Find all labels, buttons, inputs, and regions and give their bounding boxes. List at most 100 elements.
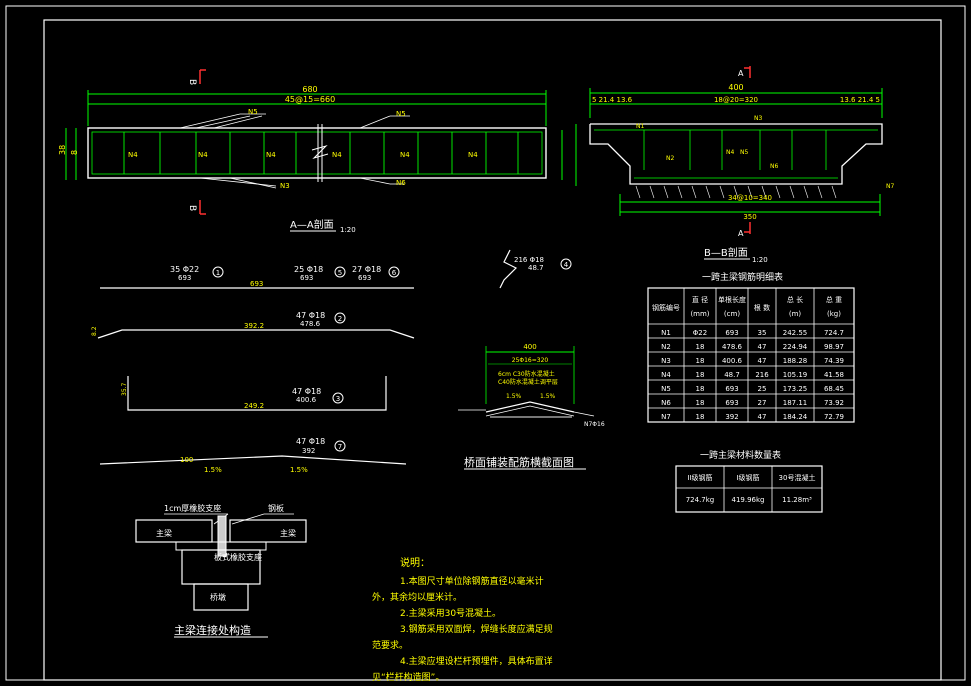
conn-top-right: 钢板 <box>268 503 284 513</box>
bar4-num: 4 <box>564 261 569 269</box>
deck-paving-detail: 400 25Φ16=320 6cm C30防水混凝土 C40防水混凝土调平层 1… <box>458 343 605 470</box>
bar7-left: 100 <box>180 456 193 464</box>
rebar-table-header: 根 数 <box>754 303 770 312</box>
note-line-4: 3.钢筋采用双面焊，焊缝长度应满足规 <box>400 623 553 635</box>
rebar-table-cell: 27 <box>758 399 767 407</box>
bar1-top: 35 Φ22 <box>170 265 199 274</box>
rebar-table-header: 钢筋编号 <box>652 303 680 312</box>
bar4-top: 216 Φ18 <box>514 256 544 264</box>
rebar-table-cell: 216 <box>755 371 769 379</box>
note-line-3: 2.主梁采用30号混凝土。 <box>400 607 501 619</box>
label-b-n4: N4 <box>726 149 734 156</box>
rebar-table-cell: N7 <box>661 413 671 421</box>
rebar-table-cell: 188.28 <box>783 357 808 365</box>
label-n4-4: N4 <box>332 151 342 159</box>
bar1-bottom: 693 <box>178 274 191 282</box>
label-b-n7: N7 <box>886 183 894 190</box>
rebar-table-cell: 184.24 <box>783 413 808 421</box>
rebar-table-cell: 18 <box>696 413 705 421</box>
connection-title: 主梁连接处构造 <box>174 623 251 637</box>
rebar-table-cell: Φ22 <box>693 329 707 337</box>
rebar-table-cell: 68.45 <box>824 385 844 393</box>
deck-slope1: 1.5% <box>506 393 522 400</box>
rebar-table-cell: 47 <box>758 357 767 365</box>
rebar-table-cell: 18 <box>696 399 705 407</box>
conn-center: 板式橡胶支座 <box>214 552 262 562</box>
rebar-table-header: (m) <box>789 310 802 318</box>
deck-layer1: 6cm C30防水混凝土 <box>498 370 555 378</box>
section-b-marker-bottom: A <box>738 222 751 238</box>
bar5-top: 25 Φ18 <box>294 265 323 274</box>
note-line-2: 外，其余均以厘米计。 <box>372 591 462 603</box>
conn-bottom: 桥墩 <box>210 592 226 602</box>
dim-b-right: 13.6 21.4 5 <box>840 96 880 104</box>
conn-top-left: 1cm厚橡胶支座 <box>164 503 221 513</box>
rebar-table-header: 总 重 <box>826 295 842 304</box>
bar7-bottom: 392 <box>302 447 315 455</box>
rebar-table-cell: N2 <box>661 343 671 351</box>
rebar-table-cell: 25 <box>758 385 767 393</box>
section-a-view: B B 680 45@15=660 38 8 <box>58 69 547 234</box>
bar7-top: 47 Φ18 <box>296 437 325 446</box>
inner-border <box>43 19 942 681</box>
notes: 说明： 1.本图尺寸单位除钢筋直径以毫米计 外，其余均以厘米计。 2.主梁采用3… <box>372 556 553 683</box>
rebar-table-cell: 18 <box>696 343 705 351</box>
rebar-table-cell: 693 <box>725 385 738 393</box>
rebar-table-cell: 693 <box>725 329 738 337</box>
section-marker-label-2: B <box>187 205 197 211</box>
dim-left-2: 8 <box>70 150 79 155</box>
bar2-end: 8.2 <box>91 326 98 336</box>
rebar-table-cell: 35 <box>758 329 767 337</box>
label-b-n5: N5 <box>740 149 748 156</box>
conn-left: 主梁 <box>156 528 172 538</box>
dim-b-total: 400 <box>728 83 743 92</box>
section-marker-top: B <box>187 69 206 85</box>
rebar-table-cell: 74.39 <box>824 357 844 365</box>
rebar-table-header: 单根长度 <box>718 295 746 304</box>
label-b-n3: N3 <box>754 115 762 122</box>
rebar-table-cell: 41.58 <box>824 371 844 379</box>
material-table-title: 一跨主梁材料数量表 <box>700 449 781 461</box>
connection-detail: 1cm厚橡胶支座 钢板 主梁 主梁 板式橡胶支座 桥墩 主梁连接处构造 <box>135 503 307 638</box>
section-b-marker-label: A <box>738 69 744 78</box>
rebar-table-cell: 173.25 <box>783 385 808 393</box>
rebar-table-cell: 18 <box>696 385 705 393</box>
bar1-mid: 693 <box>250 280 263 288</box>
rebar-table-cell: 18 <box>696 371 705 379</box>
bar3-num: 3 <box>336 395 340 403</box>
bar3-side: 35.7 <box>121 382 128 396</box>
deck-tag: N7Φ16 <box>584 421 605 428</box>
section-a-title: A—A剖面 <box>290 218 334 231</box>
rebar-table-cell: 18 <box>696 357 705 365</box>
rebar-table-cell: 224.94 <box>783 343 808 351</box>
rebar-table-cell: 400.6 <box>722 357 743 365</box>
rebar-table-cell: 47 <box>758 343 767 351</box>
dim-b-spacing: 18@20=320 <box>714 96 758 104</box>
rebar-table-title: 一跨主梁钢筋明细表 <box>702 271 783 283</box>
rebar-table-cell: N4 <box>661 371 671 379</box>
notes-title: 说明： <box>400 556 430 569</box>
note-line-7: 见“栏杆构造图”。 <box>372 671 444 683</box>
deck-slope2: 1.5% <box>540 393 556 400</box>
label-n4-5: N4 <box>400 151 410 159</box>
rebar-table-cell: N6 <box>661 399 671 407</box>
label-n5-left: N5 <box>248 108 258 116</box>
rebar-table-cell: N3 <box>661 357 671 365</box>
rebar-table-cell: 392 <box>725 413 738 421</box>
material-header-1: II级钢筋 <box>687 473 712 482</box>
deck-dim: 400 <box>523 343 536 351</box>
rebar-details: 35 Φ22 693 1 693 25 Φ18 693 5 27 Φ18 693… <box>91 249 572 474</box>
dim-b-bottom-spacing: 34@10=340 <box>728 194 772 202</box>
bar2-bottom: 478.6 <box>300 320 321 328</box>
material-cell-2: 419.96kg <box>732 496 765 504</box>
note-line-5: 范要求。 <box>372 639 408 651</box>
rebar-table-cell: 98.97 <box>824 343 844 351</box>
label-n4-2: N4 <box>198 151 208 159</box>
bar3-bottom: 400.6 <box>296 396 317 404</box>
label-b-n2: N2 <box>666 155 674 162</box>
rebar-table-cell: 478.6 <box>722 343 743 351</box>
bar2-mid: 392.2 <box>244 322 264 330</box>
material-cell-1: 724.7kg <box>686 496 715 504</box>
section-b-marker-label-2: A <box>738 229 744 238</box>
dim-spacing: 45@15=660 <box>285 95 335 104</box>
